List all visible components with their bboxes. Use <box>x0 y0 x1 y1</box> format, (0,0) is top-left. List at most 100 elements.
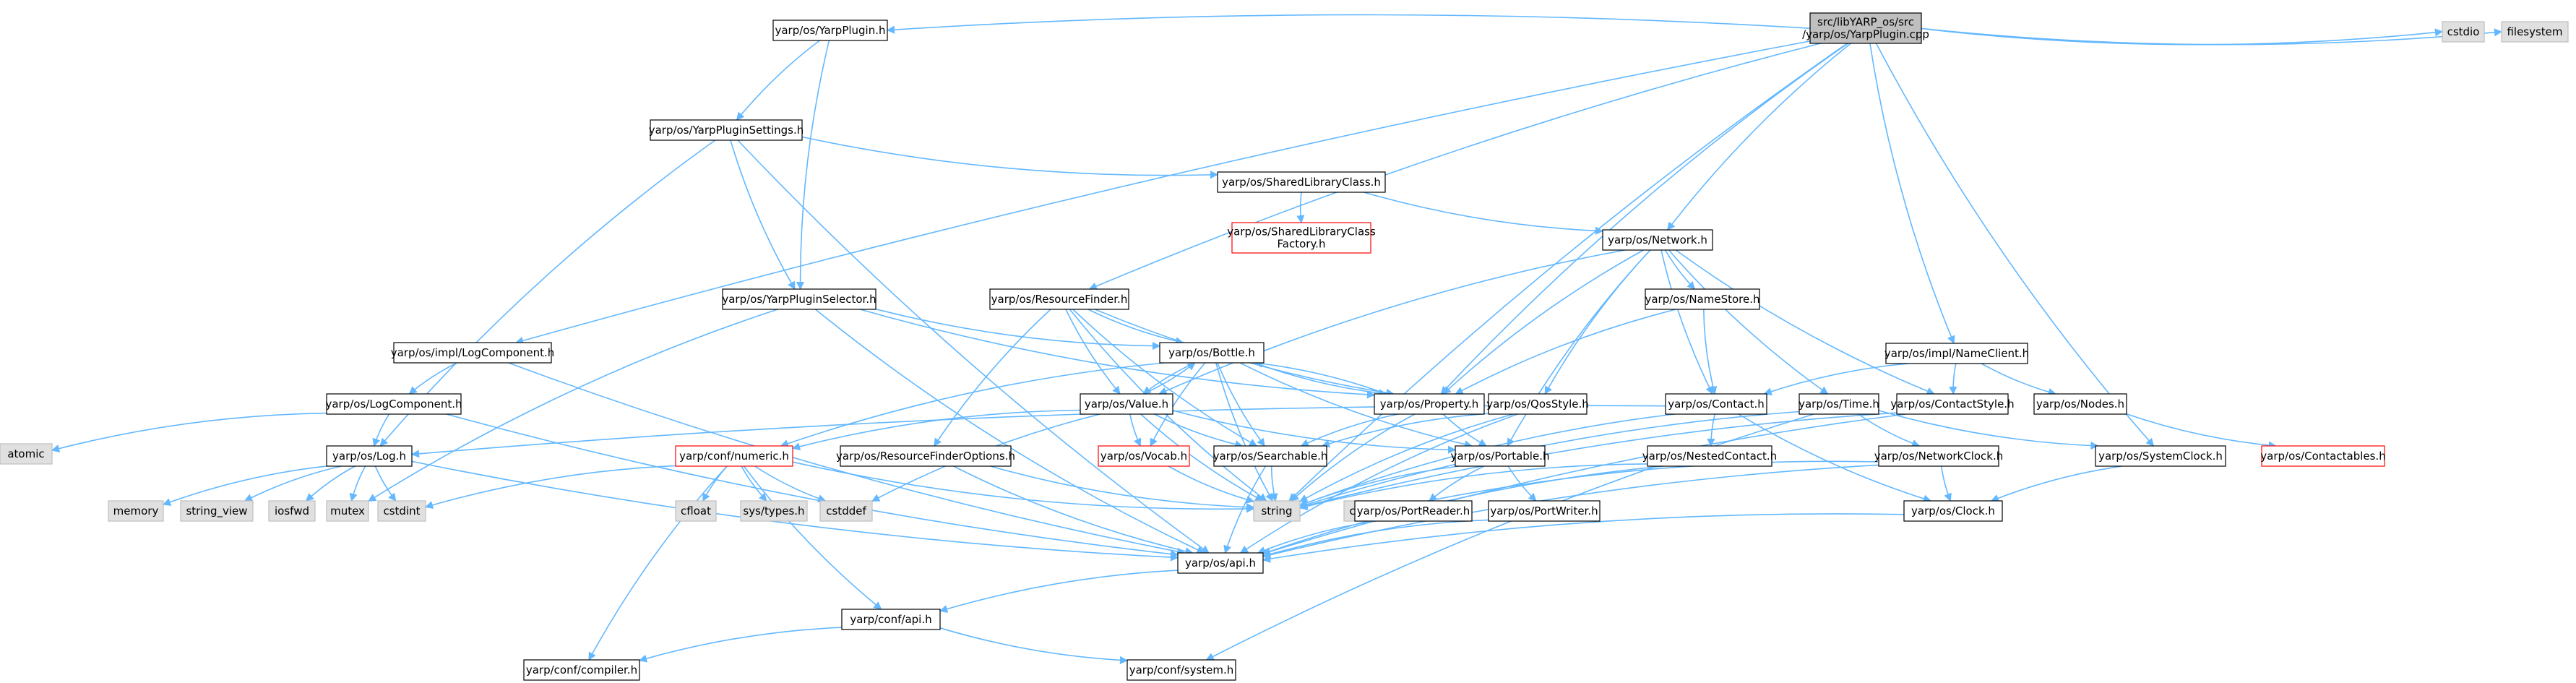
node-label: sys/types.h <box>743 504 804 517</box>
node-portwriter[interactable]: yarp/os/PortWriter.h <box>1488 500 1601 522</box>
node-yarpplugin-h[interactable]: yarp/os/YarpPlugin.h <box>772 20 888 41</box>
node-box <box>326 500 369 522</box>
edge-property-to-string <box>1291 413 1416 502</box>
node-box <box>2033 393 2127 415</box>
node-box <box>1809 12 1922 44</box>
node-pluginselector[interactable]: yarp/os/YarpPluginSelector.h <box>722 288 876 310</box>
node-label: filesystem <box>2507 25 2562 38</box>
edge-contactstyle-to-api <box>1262 413 1906 556</box>
edge-rfoptions-to-string <box>990 465 1255 512</box>
node-system[interactable]: yarp/conf/system.h <box>1127 659 1236 681</box>
edge-namestore-to-property <box>1455 309 1676 395</box>
node-box <box>1455 445 1546 467</box>
node-confapi[interactable]: yarp/conf/api.h <box>841 609 941 630</box>
node-box <box>108 500 164 522</box>
edge-value-to-searchable <box>1154 413 1244 449</box>
edge-resourcefinder-to-bottle <box>1087 309 1184 345</box>
node-compiler[interactable]: yarp/conf/compiler.h <box>523 659 640 681</box>
node-property[interactable]: yarp/os/Property.h <box>1374 393 1485 415</box>
node-vocab[interactable]: yarp/os/Vocab.h <box>1098 445 1190 467</box>
edge-networkclock-to-cstdlib <box>1389 460 1879 512</box>
edge-log-to-api <box>411 460 1179 562</box>
node-label: yarp/os/Log.h <box>332 450 406 463</box>
edge-searchable-to-api <box>1223 465 1267 554</box>
node-root[interactable]: src/libYARP_os/src/yarp/os/YarpPlugin.cp… <box>1802 12 1929 44</box>
edge-searchable-to-string <box>1270 465 1278 502</box>
edge-network-to-property <box>1442 249 1644 395</box>
node-contact[interactable]: yarp/os/Contact.h <box>1665 393 1767 415</box>
edge-nestedcontact-to-string <box>1298 463 1648 510</box>
node-bottle[interactable]: yarp/os/Bottle.h <box>1159 342 1265 364</box>
node-networkclock[interactable]: yarp/os/NetworkClock.h <box>1874 445 2004 467</box>
node-logcomp[interactable]: yarp/os/LogComponent.h <box>325 393 462 415</box>
node-log[interactable]: yarp/os/Log.h <box>326 445 413 467</box>
node-nameclient[interactable]: yarp/os/impl/NameClient.h <box>1884 343 2029 364</box>
node-contactstyle[interactable]: yarp/os/ContactStyle.h <box>1890 393 2015 415</box>
node-cfloat[interactable]: cfloat <box>675 500 717 522</box>
edge-property-to-bottle <box>1254 359 1387 395</box>
edge-logcomp-to-api <box>446 413 1179 559</box>
node-portreader[interactable]: yarp/os/PortReader.h <box>1354 500 1473 522</box>
edge-log-to-iosfwd <box>305 465 356 502</box>
node-string[interactable]: string <box>1253 500 1301 522</box>
edge-contact-to-clock <box>1738 413 1932 503</box>
node-resourcefinder[interactable]: yarp/os/ResourceFinder.h <box>989 288 1129 310</box>
node-numeric[interactable]: yarp/conf/numeric.h <box>675 445 793 467</box>
node-value[interactable]: yarp/os/Value.h <box>1080 393 1173 415</box>
edge-portreader-to-api <box>1257 520 1377 554</box>
node-label: yarp/os/PortReader.h <box>1357 504 1470 517</box>
edge-vocab-to-string <box>1168 465 1255 504</box>
edge-nodes-to-contactables <box>2126 413 2277 450</box>
node-namestore[interactable]: yarp/os/NameStore.h <box>1645 288 1760 310</box>
node-memory[interactable]: memory <box>108 500 164 522</box>
edge-namestore-to-contact <box>1703 309 1718 395</box>
node-rfoptions[interactable]: yarp/os/ResourceFinderOptions.h <box>836 445 1015 467</box>
node-cstdio[interactable]: cstdio <box>2442 21 2485 43</box>
node-box <box>740 500 808 522</box>
edge-bottle-to-numeric <box>780 362 1166 448</box>
node-portable[interactable]: yarp/os/Portable.h <box>1451 445 1550 467</box>
node-qosstyle[interactable]: yarp/os/QosStyle.h <box>1486 393 1589 415</box>
node-systemclock[interactable]: yarp/os/SystemClock.h <box>2095 445 2226 467</box>
edge-bottle-to-vocab <box>1150 362 1206 447</box>
edge-qosstyle-to-api <box>1239 413 1518 554</box>
node-searchable[interactable]: yarp/os/Searchable.h <box>1213 445 1328 467</box>
node-time[interactable]: yarp/os/Time.h <box>1799 393 1879 415</box>
node-cstddef[interactable]: cstddef <box>819 500 873 522</box>
edge-numeric-to-confapi <box>743 465 882 610</box>
node-clock[interactable]: yarp/os/Clock.h <box>1903 500 2003 522</box>
node-string-view[interactable]: string_view <box>180 500 254 522</box>
node-label: yarp/os/ResourceFinderOptions.h <box>836 450 1015 463</box>
node-contactables[interactable]: yarp/os/Contactables.h <box>2260 445 2386 467</box>
edge-qosstyle-to-string <box>1299 413 1514 502</box>
edge-bottle-to-portable <box>1239 362 1473 449</box>
node-filesystem[interactable]: filesystem <box>2501 21 2569 43</box>
node-cstdint[interactable]: cstdint <box>377 500 426 522</box>
node-label: memory <box>113 504 159 517</box>
node-label: Factory.h <box>1278 238 1326 251</box>
node-network[interactable]: yarp/os/Network.h <box>1602 229 1713 251</box>
edge-time-to-networkclock <box>1858 413 1921 447</box>
node-label: atomic <box>7 447 44 460</box>
node-label: yarp/os/Network.h <box>1608 233 1707 246</box>
node-logcomp-impl[interactable]: yarp/os/impl/LogComponent.h <box>391 342 555 364</box>
node-iosfwd[interactable]: iosfwd <box>268 500 316 522</box>
node-mutex[interactable]: mutex <box>326 500 369 522</box>
node-label: yarp/os/Value.h <box>1085 398 1168 411</box>
node-box <box>523 659 640 681</box>
node-nodes[interactable]: yarp/os/Nodes.h <box>2033 393 2127 415</box>
edge-portable-to-string <box>1298 465 1460 507</box>
node-pluginsettings[interactable]: yarp/os/YarpPluginSettings.h <box>649 119 804 141</box>
edge-network-to-namestore <box>1664 249 1696 290</box>
edge-logcomp_impl-to-logcomp <box>408 362 457 395</box>
edge-resourcefinder-to-searchable <box>1072 309 1258 447</box>
node-nestedcontact[interactable]: yarp/os/NestedContact.h <box>1642 445 1777 467</box>
node-atomic[interactable]: atomic <box>0 443 53 465</box>
edge-numeric-to-cstdint <box>424 465 676 510</box>
node-label: yarp/os/Portable.h <box>1451 450 1550 463</box>
node-systypes[interactable]: sys/types.h <box>740 500 808 522</box>
node-sharedlib[interactable]: yarp/os/SharedLibraryClass.h <box>1217 171 1386 193</box>
edge-value-to-portable <box>1172 410 1457 454</box>
node-api[interactable]: yarp/os/api.h <box>1177 552 1264 574</box>
